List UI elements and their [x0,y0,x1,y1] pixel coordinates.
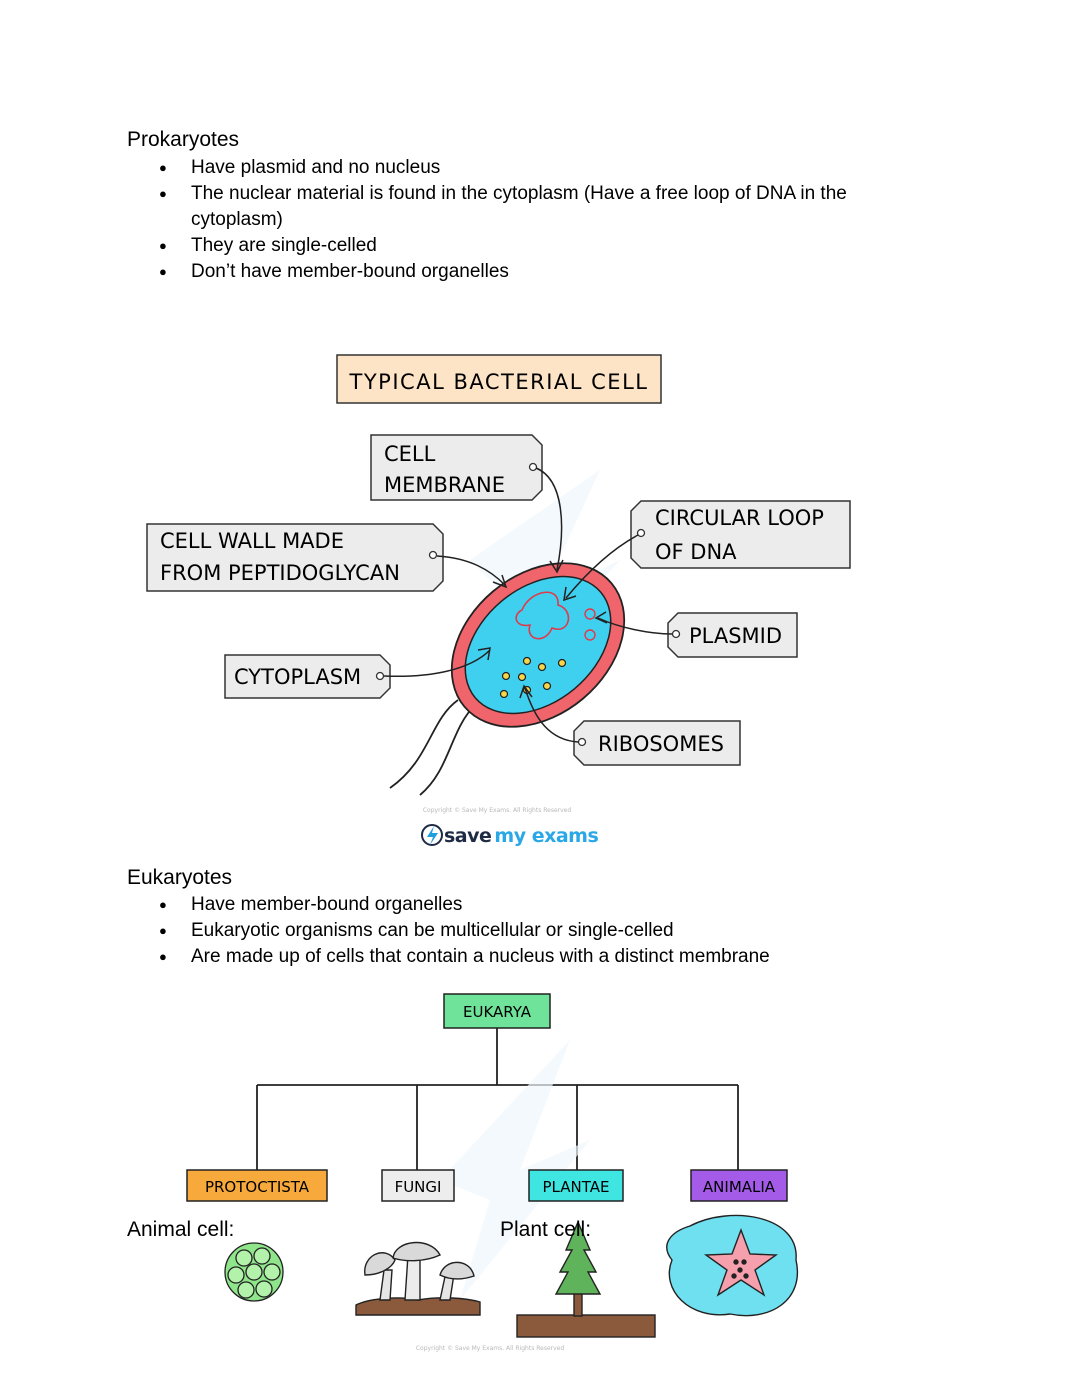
label-cytoplasm: CYTOPLASM [234,665,361,689]
eukaryotes-list: Have member-bound organelles Eukaryotic … [127,892,887,970]
list-item: They are single-celled [127,233,887,259]
tag-plasmid [667,612,798,658]
eukaryotes-heading: Eukaryotes [127,866,233,889]
lightning-icon [421,824,443,846]
label-cell-membrane-2: MEMBRANE [384,473,505,497]
copyright-text: Copyright © Save My Exams. All Rights Re… [423,807,572,814]
bacterial-cell-diagram: TYPICAL BACTERIAL CELL CELL MEMBRANE CEL… [146,354,851,847]
tag-dna [630,500,851,569]
animalia-box [690,1169,788,1202]
protoctista-box [186,1169,328,1202]
prokaryotes-heading: Prokaryotes [127,128,240,151]
animalia-label: ANIMALIA [703,1178,776,1196]
fungi-label: FUNGI [395,1178,442,1196]
label-plasmid: PLASMID [689,624,782,648]
eukarya-tree-diagram: EUKARYA PROTOCTISTA FUNGI PLANTAE ANIMAL… [186,993,799,1352]
diagram-title-box [336,354,662,404]
tag-cytoplasm [224,654,391,699]
cytoplasm [464,575,612,715]
eukarya-label: EUKARYA [463,1003,532,1021]
plantae-label: PLANTAE [543,1178,610,1196]
plant-cell-caption: Plant cell: [500,1218,592,1241]
flagellum [419,704,476,796]
label-dna-2: OF DNA [655,540,737,564]
plantae-box [528,1169,624,1202]
label-cell-wall-2: FROM PEPTIDOGLYCAN [160,561,400,585]
prokaryotes-list: Have plasmid and no nucleus The nuclear … [127,155,887,285]
plasmid [584,629,596,641]
label-cell-membrane-1: CELL [384,442,436,466]
list-item: Have member-bound organelles [127,892,887,918]
label-cell-wall-1: CELL WALL MADE [160,529,344,553]
protoctista-cells-icon [224,1242,284,1302]
list-item: Have plasmid and no nucleus [127,155,887,181]
copyright-text: Copyright © Save My Exams. All Rights Re… [416,1345,565,1352]
protoctista-label: PROTOCTISTA [205,1178,310,1196]
label-dna-1: CIRCULAR LOOP [655,506,824,530]
diagram-title: TYPICAL BACTERIAL CELL [349,370,649,394]
animal-cell-caption: Animal cell: [127,1218,235,1241]
tag-ribosomes [573,720,741,766]
fungi-box [381,1169,455,1202]
starfish-icon [666,1214,799,1317]
tag-cell-wall [146,523,444,592]
tree-icon [516,1220,656,1338]
dna-loop [515,591,570,640]
list-item: Eukaryotic organisms can be multicellula… [127,918,887,944]
list-item: The nuclear material is found in the cyt… [127,181,887,233]
plasmid [584,608,596,620]
label-ribosomes: RIBOSOMES [598,732,724,756]
flagellum [389,699,459,789]
list-item: Don’t have member-bound organelles [127,259,887,285]
mushrooms-icon [355,1241,481,1316]
list-item: Are made up of cells that contain a nucl… [127,944,887,970]
eukarya-box [443,993,551,1029]
tag-cell-membrane [370,434,543,501]
